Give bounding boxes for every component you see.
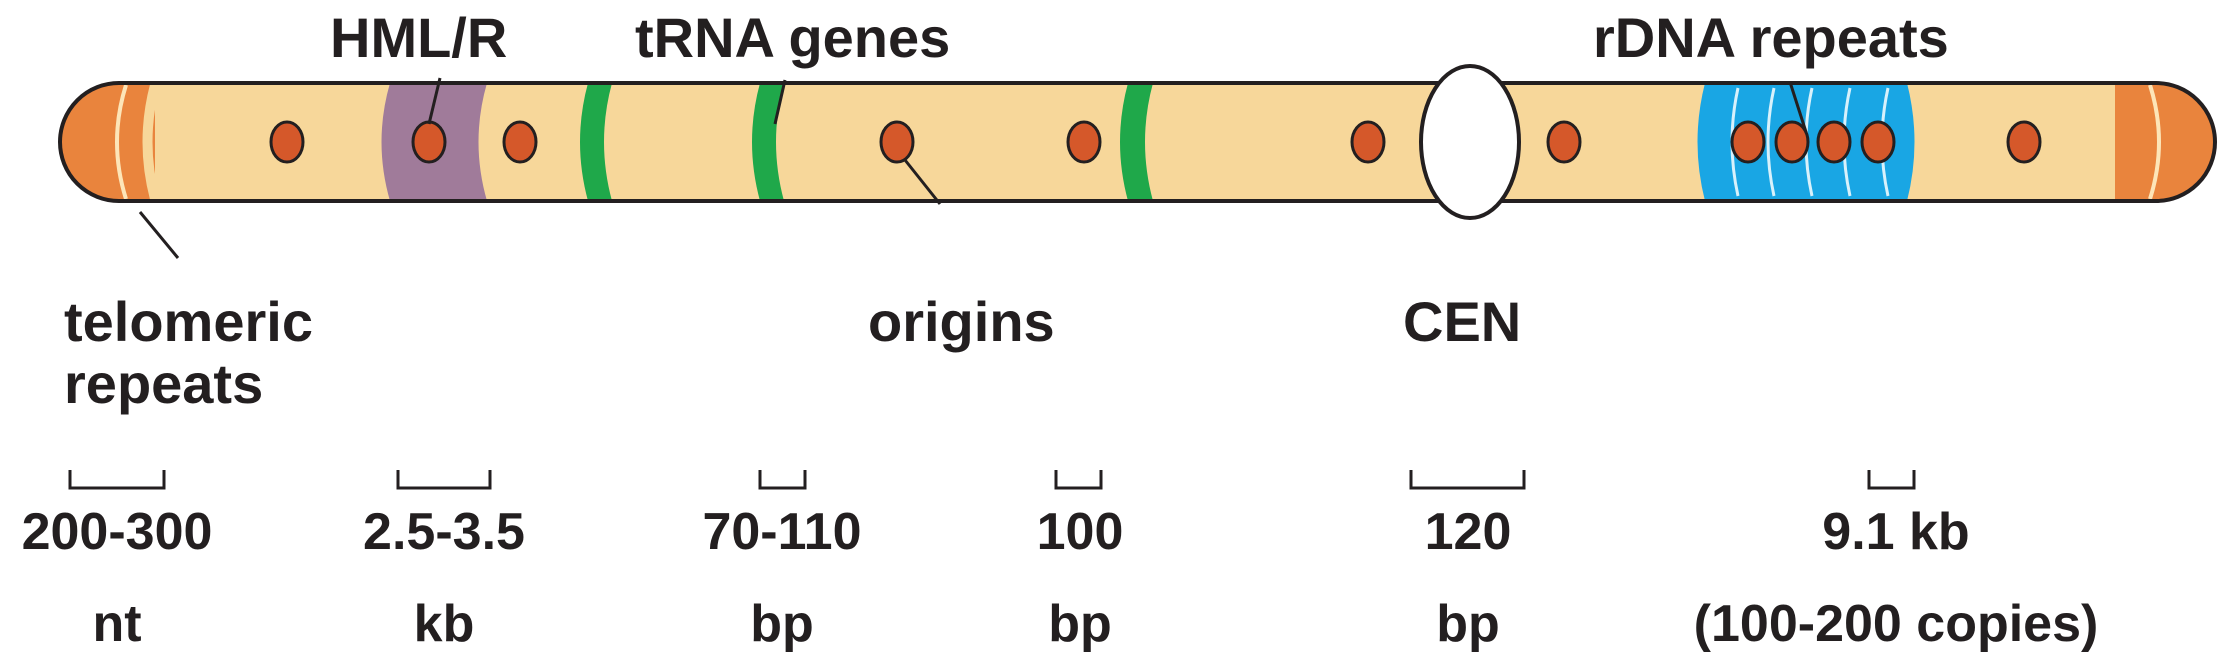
rdna-label: rDNA repeats [1593,6,1949,69]
scale-trna-line1: 70-110 [702,503,862,561]
rdna-leader-line [1788,81,1808,133]
telomeric-label-line2: repeats [64,352,264,415]
origins-leader-line [903,159,942,205]
origin [502,120,538,164]
origin [879,120,915,164]
trna-leader-line [773,79,787,125]
leader-lines [138,77,1808,259]
scale-hml-line2: kb [413,595,475,653]
trna-label: tRNA genes [635,6,951,69]
scale-telomere-line1: 200-300 [21,503,213,561]
origin [269,120,305,164]
scale-rdna-line1: 9.1 kb [1822,503,1970,561]
origin [1066,120,1102,164]
chromosome-outline [58,81,2217,203]
origin [411,120,447,164]
scale-cen-line1: 120 [1424,503,1512,561]
scale-bracket [758,470,807,490]
hml-leader-line [427,77,442,125]
cen-label: CEN [1403,290,1522,353]
scale-bracket [68,470,166,490]
scale-bracket [1409,470,1526,490]
telomeric-label-line1: telomeric [64,290,313,353]
scale-rdna-line2: (100-200 copies) [1693,595,2099,653]
scale-brackets [68,470,1916,490]
centromere [1419,64,1521,220]
scale-cen-line2: bp [1436,595,1500,653]
scale-origin-line1: 100 [1036,503,1124,561]
trna-band [1120,83,1153,201]
hml-label: HML/R [330,6,508,69]
origins-group [269,120,2042,164]
telomere-left-edge [142,83,160,201]
telomere-right-stripe [2148,84,2161,200]
scale-trna-line2: bp [750,595,814,653]
origins-label: origins [868,290,1055,353]
scale-bracket [1054,470,1103,490]
scale-hml-line1: 2.5-3.5 [363,503,525,561]
origin [2006,120,2042,164]
origin [1350,120,1386,164]
telomeric-leader-line [138,211,180,259]
telomere-left-stripe [115,84,128,200]
trna-band [580,83,612,201]
telomere-right [2115,83,2215,201]
scale-bracket [396,470,492,490]
scale-telomere-line2: nt [92,595,142,653]
origin [1816,120,1852,164]
trna-band [752,83,784,201]
origin [1730,120,1766,164]
telomere-left [60,83,155,201]
origin [1546,120,1582,164]
scale-origin-line2: bp [1048,595,1112,653]
scale-bracket [1867,470,1916,490]
origin [1774,120,1810,164]
origin [1860,120,1896,164]
